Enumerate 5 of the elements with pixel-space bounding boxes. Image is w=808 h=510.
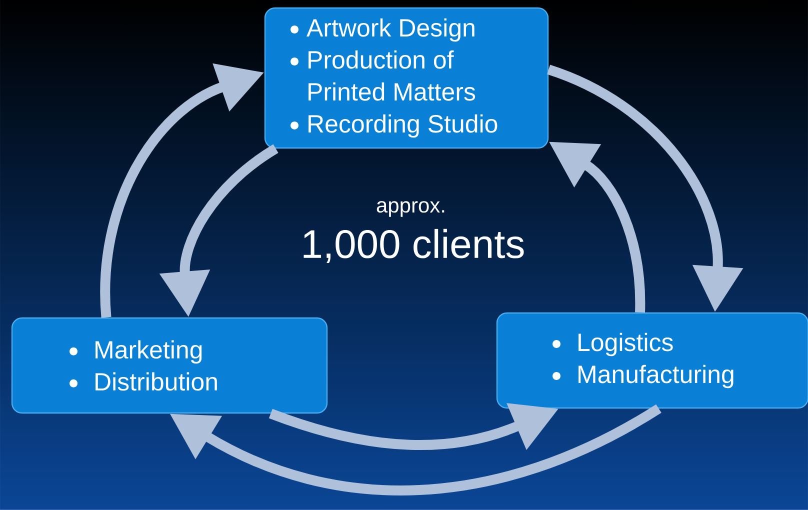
center-label: approx. [376, 201, 444, 217]
process-box: Artwork Design Production of Printed Matters Recording Studio [264, 7, 549, 149]
process-box: Marketing Distribution [11, 317, 328, 414]
center-label: 1,000 clients [304, 228, 524, 264]
process-box: Logistics Manufacturing [496, 312, 808, 409]
